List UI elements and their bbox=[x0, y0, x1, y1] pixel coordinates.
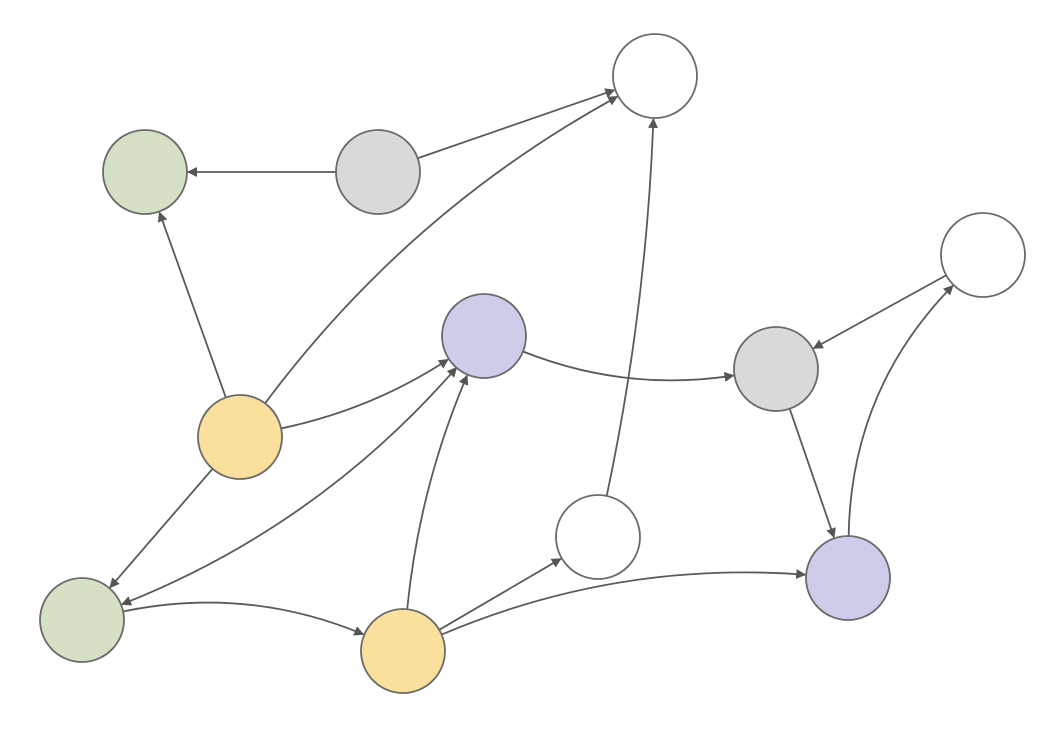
edge-d-to-f bbox=[812, 274, 947, 350]
edge-j-to-k bbox=[122, 601, 365, 636]
node-k-yellow bbox=[360, 608, 446, 694]
node-j-green bbox=[39, 577, 125, 663]
node-c-white bbox=[612, 33, 698, 119]
edge-k-to-h bbox=[438, 557, 562, 631]
edge-g-to-e bbox=[280, 358, 449, 430]
node-e-purple bbox=[441, 293, 527, 379]
node-i-purple bbox=[805, 535, 891, 621]
node-b-gray bbox=[335, 129, 421, 215]
edge-i-to-d bbox=[847, 284, 954, 537]
edges-layer bbox=[109, 88, 954, 636]
edge-f-to-i bbox=[788, 408, 836, 539]
edge-b-to-c bbox=[417, 88, 616, 160]
node-g-yellow bbox=[197, 394, 283, 480]
edge-k-to-i bbox=[441, 569, 807, 636]
edge-g-to-a bbox=[157, 211, 227, 398]
edge-h-to-c bbox=[605, 117, 659, 497]
edge-e-to-f bbox=[522, 350, 735, 382]
node-f-gray bbox=[733, 326, 819, 412]
edge-e-to-j bbox=[121, 366, 458, 606]
edge-g-to-c bbox=[264, 95, 619, 404]
edge-k-to-e bbox=[406, 374, 469, 610]
node-a-green bbox=[102, 129, 188, 215]
node-h-white bbox=[555, 494, 641, 580]
node-d-white bbox=[940, 212, 1026, 298]
nodes-layer bbox=[39, 33, 1026, 694]
